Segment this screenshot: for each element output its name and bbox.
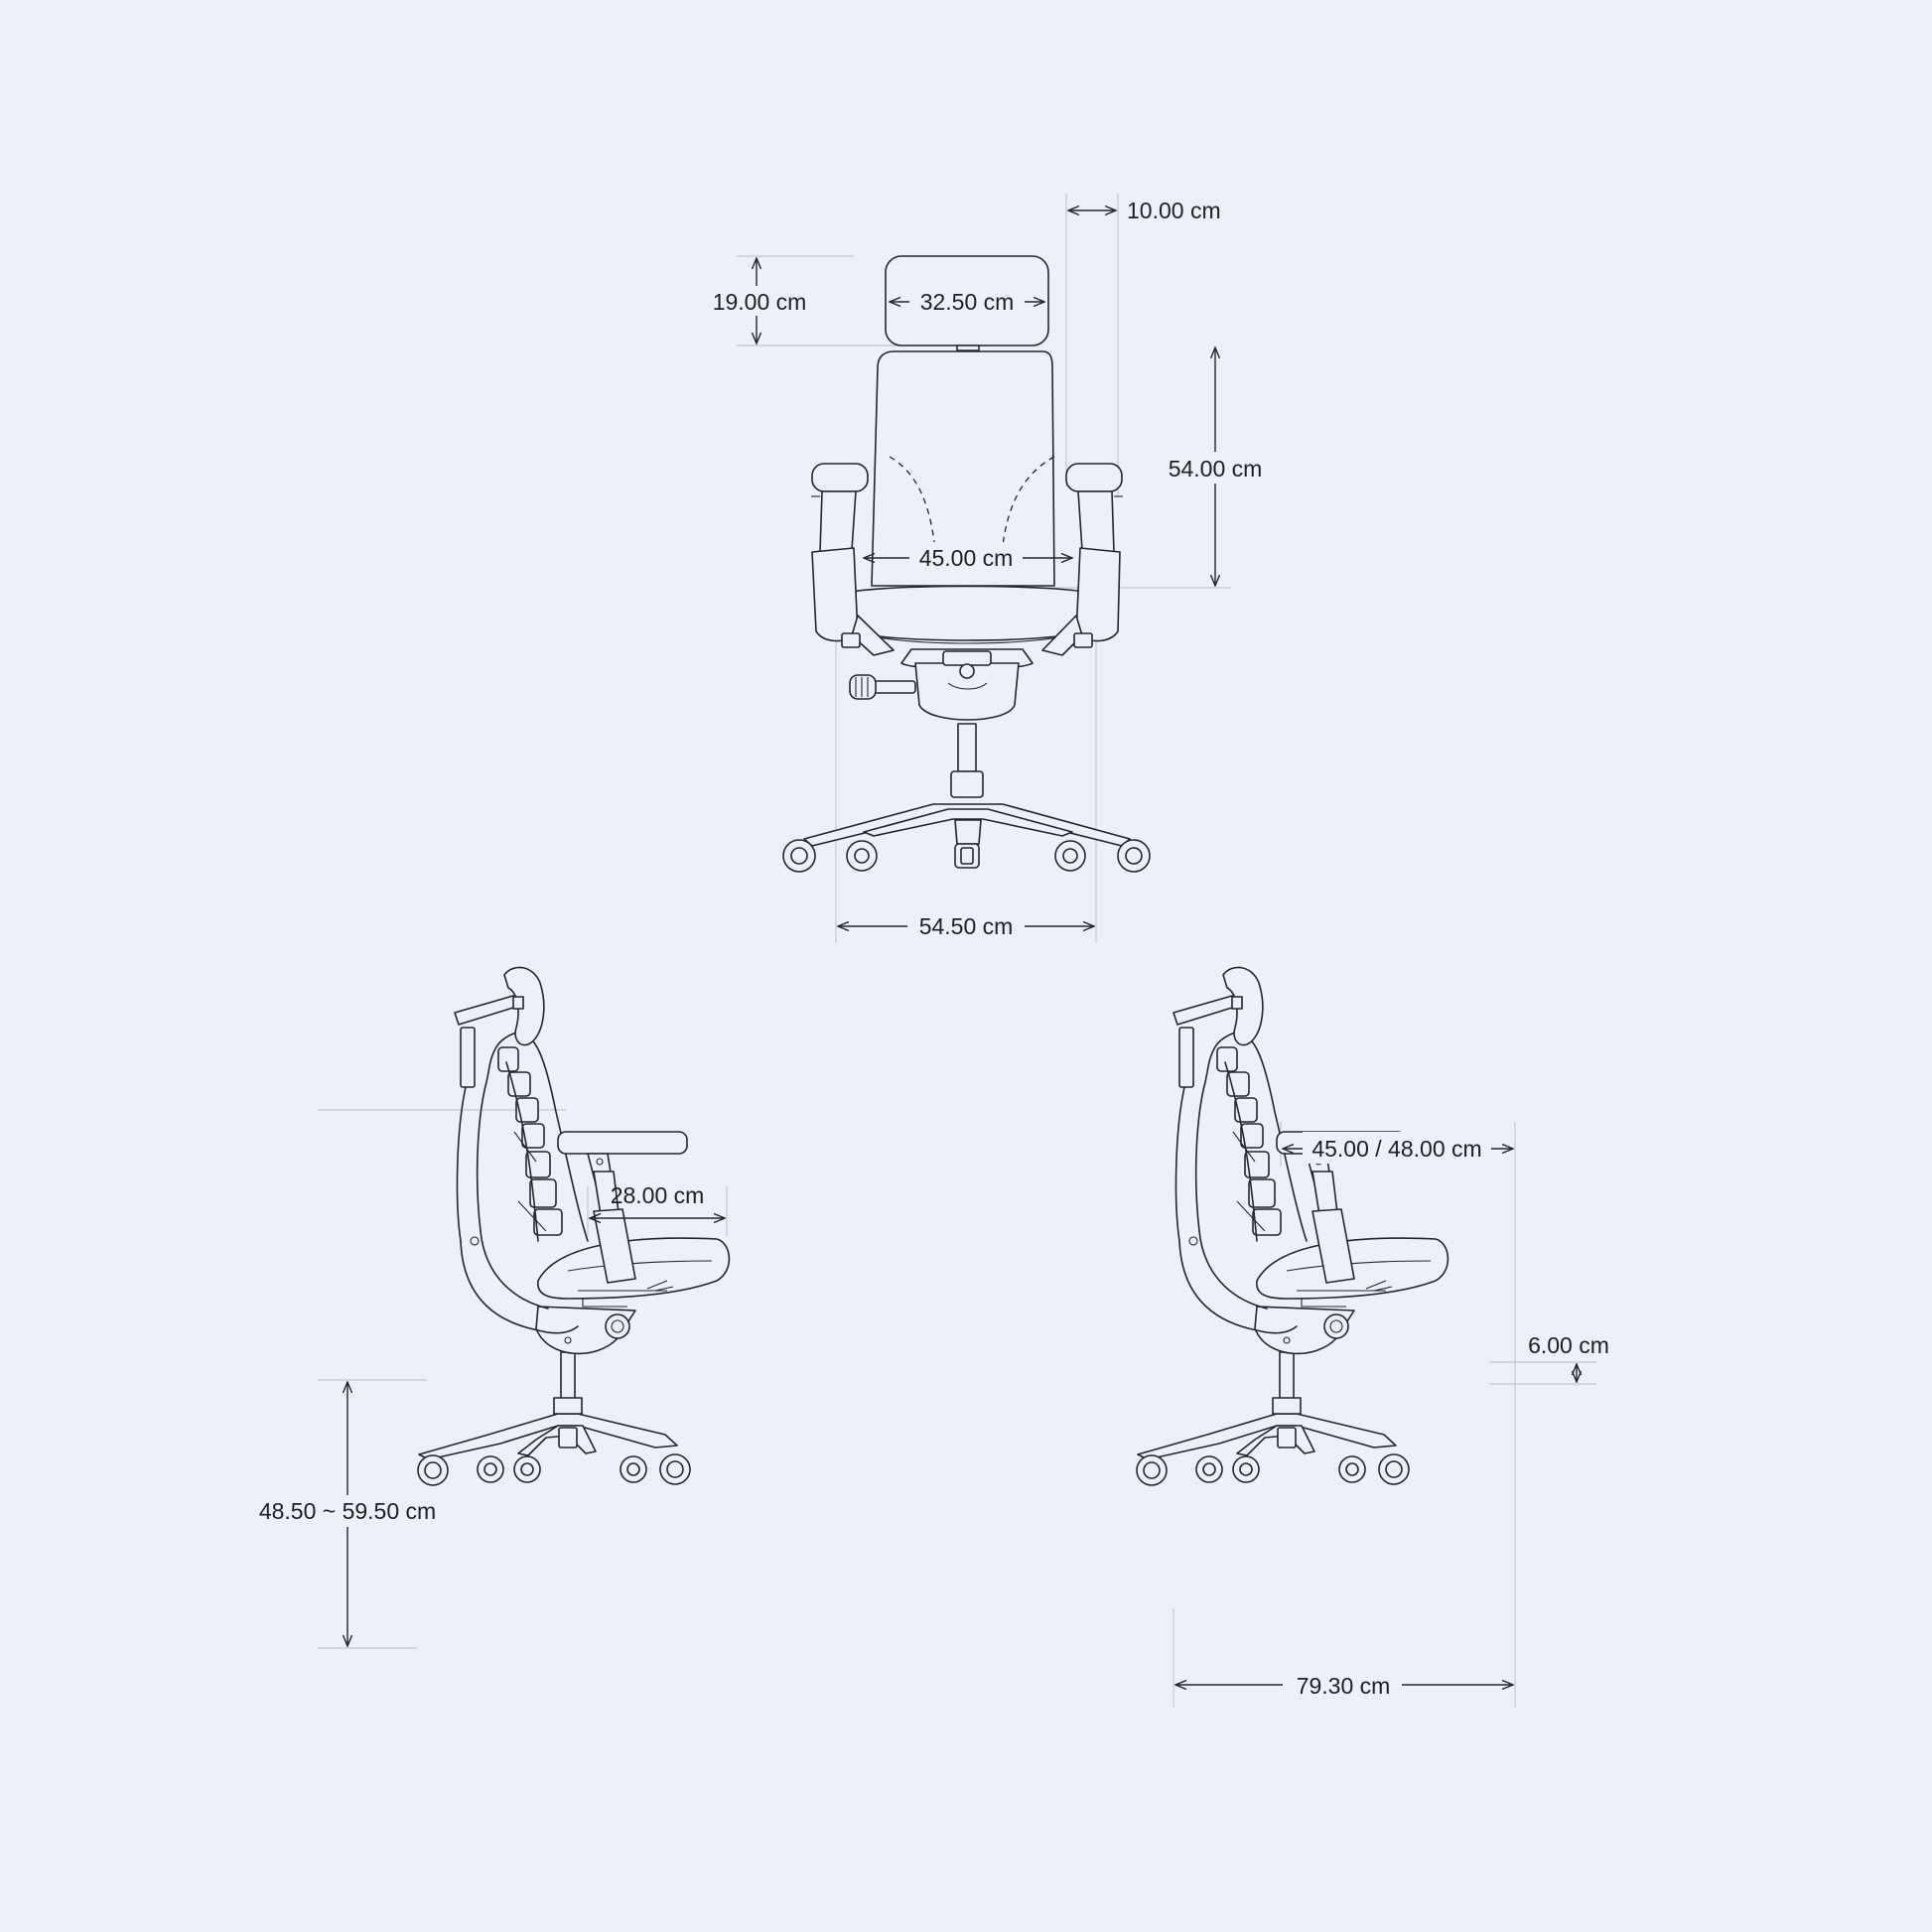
seat-depth-label: 45.00 / 48.00 cm	[1311, 1136, 1481, 1162]
headrest-height-label: 19.00 cm	[713, 289, 807, 315]
side-view-right: 45.00 / 48.00 cm 6.00 cm 79.30 cm	[1136, 966, 1609, 1708]
headrest-width-label: 32.50 cm	[920, 289, 1015, 315]
backrest-width-label: 45.00 cm	[919, 545, 1014, 571]
side-chair-right	[1136, 966, 1449, 1486]
side-chair-left	[417, 966, 731, 1486]
base-width-label: 54.50 cm	[919, 913, 1014, 939]
overall-depth-label: 79.30 cm	[1297, 1673, 1391, 1699]
seat-height-label: 48.50 ~ 59.50 cm	[259, 1498, 436, 1524]
side-view-left: 28.00 cm 48.50 ~ 59.50 cm	[250, 966, 731, 1649]
backrest-height-label: 54.00 cm	[1169, 456, 1263, 482]
armrest-width-label: 10.00 cm	[1127, 198, 1221, 223]
lumbar-adjust-label: 6.00 cm	[1528, 1332, 1609, 1358]
armrest-depth-label: 28.00 cm	[611, 1182, 705, 1208]
front-view: 19.00 cm 32.50 cm 10.00 cm 54.00 cm 45.0…	[695, 194, 1269, 943]
